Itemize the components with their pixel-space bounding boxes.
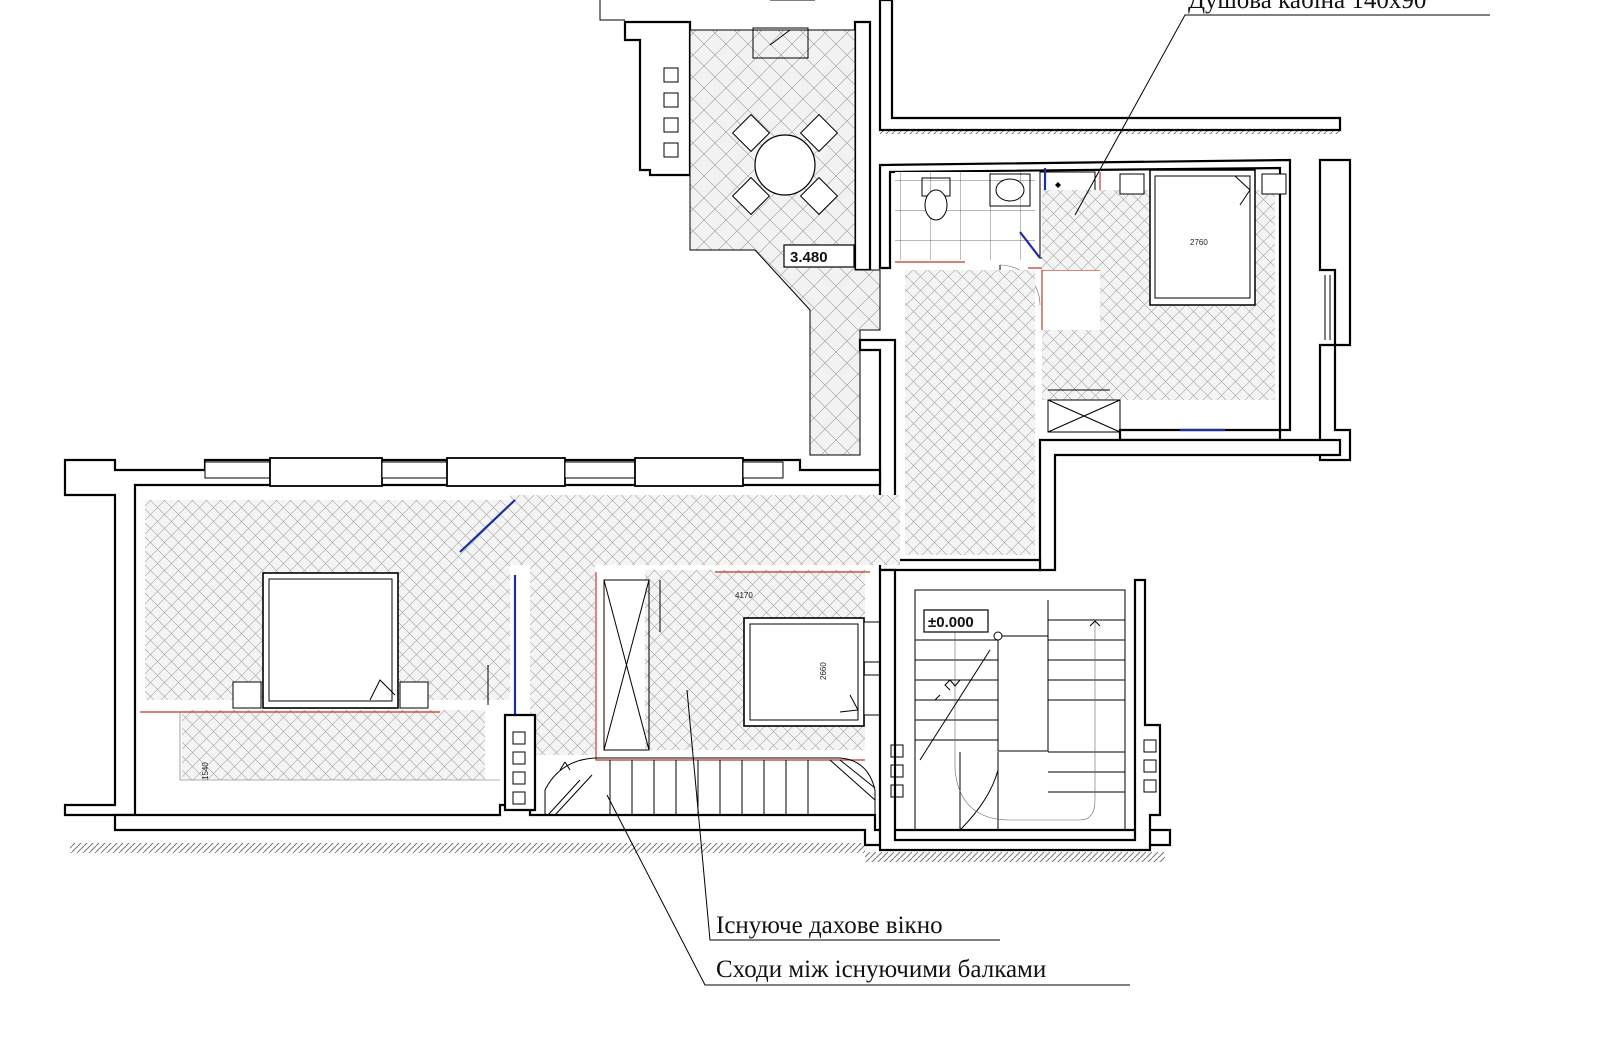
washbasin bbox=[989, 173, 1031, 207]
dim-bed-right: 2760 bbox=[1190, 238, 1208, 247]
label-shower-cabin: Душова кабіна 140х90 bbox=[1188, 0, 1426, 14]
lower-wing: 1540 2660 4170 bbox=[63, 457, 1172, 847]
annotations: Душова кабіна 140х90 Існуюче дахове вікн… bbox=[606, 0, 1490, 986]
dim-bed-middle: 2660 bbox=[819, 662, 828, 680]
label-stairs-beams: Сходи між існуючими балками bbox=[716, 956, 1046, 983]
stairs-between-beams bbox=[544, 757, 876, 816]
stairwell: ±0.000 bbox=[878, 568, 1162, 852]
level-mark-zero: ±0.000 bbox=[928, 614, 974, 631]
dim-left-niche: 1540 bbox=[201, 762, 210, 780]
vent-blocks-balcony bbox=[663, 67, 679, 158]
label-roof-window: Існуюче дахове вікно bbox=[716, 912, 943, 939]
vent-blocks-stair bbox=[890, 739, 1157, 798]
dim-room-middle: 4170 bbox=[735, 591, 753, 600]
bed-middle: 2660 bbox=[743, 617, 881, 727]
bed-upper-right: 2760 bbox=[1119, 169, 1287, 306]
level-mark-balcony: 3.480 bbox=[790, 249, 828, 266]
wardrobe bbox=[595, 571, 870, 761]
table-and-chairs bbox=[731, 113, 839, 216]
balcony: 3.480 bbox=[623, 0, 881, 456]
windows-top bbox=[204, 457, 784, 487]
upper-right-block: 900 1400 2760 bbox=[878, 158, 1352, 555]
toilet bbox=[921, 177, 951, 221]
bed-left bbox=[232, 572, 429, 709]
neighbour-building bbox=[599, 0, 1342, 132]
vent-blocks-left bbox=[512, 731, 526, 805]
